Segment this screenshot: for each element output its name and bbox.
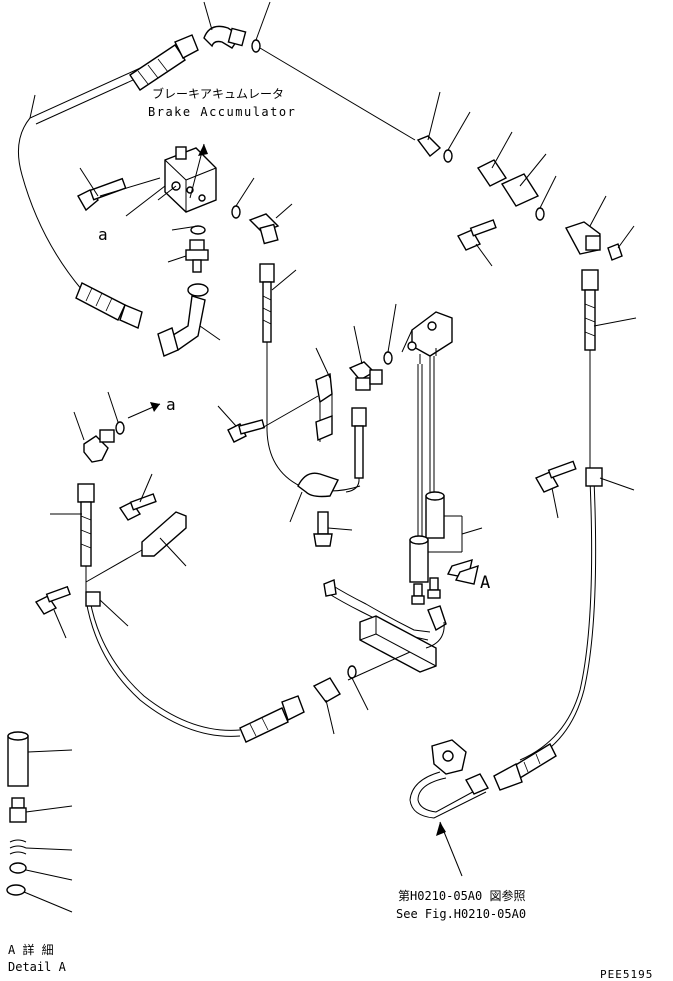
elbow-hose-left: [157, 283, 221, 357]
elbow-right-block: [248, 203, 293, 245]
ref-a-left: a: [98, 225, 108, 244]
bolt-left-lower: [34, 585, 71, 639]
see-fig-label-en: See Fig.H0210-05A0: [396, 907, 526, 921]
brake-accumulator-label-jp: ブレーキアキュムレータ: [152, 86, 284, 101]
upper-left-hose: [17, 34, 199, 329]
right-top-fittings: [416, 91, 557, 221]
hose-clamp: [289, 472, 339, 523]
adapter-under-block: [167, 239, 209, 273]
oring-right-block: [231, 205, 241, 219]
vertical-bracket: [401, 311, 453, 540]
lower-adapter: [312, 665, 369, 735]
right-bolt: [457, 219, 497, 267]
view-A-arrow-2: [454, 564, 479, 585]
small-hose-center: [345, 407, 367, 493]
accumulator-cylinders: [409, 491, 483, 583]
right-clamp: [535, 460, 635, 519]
valve-nipples: [411, 577, 441, 605]
right-hose: [519, 269, 637, 765]
view-A-label: A: [480, 573, 490, 593]
clamp-bolt: [313, 511, 353, 547]
accumulator-block: [125, 143, 217, 217]
elbow-fitting-top: [203, 1, 271, 53]
right-lower-hose-fitting: [493, 743, 557, 791]
brake-accumulator-label-en: Brake Accumulator: [148, 105, 296, 119]
pipe-with-bracket: [409, 739, 489, 877]
see-fig-label-jp: 第H0210-05A0 図参照: [398, 888, 525, 903]
ref-a-arrow-label: a: [166, 395, 176, 414]
pressure-switch: [348, 303, 397, 391]
left-clamp: [85, 591, 129, 627]
left-bracket: [85, 511, 187, 583]
left-elbow-fitting: [73, 391, 161, 463]
detail-A-label-jp: A 詳 細: [8, 942, 54, 957]
hose-fitting-top: [129, 34, 199, 91]
hose-fitting-bottom: [75, 282, 143, 329]
bolt-block-left: [77, 167, 161, 212]
bolt-center-left: [217, 395, 319, 443]
lower-hose-fitting: [239, 695, 305, 743]
detail-A-label-en: Detail A: [8, 960, 67, 974]
lower-manifold: [323, 579, 447, 681]
detail-A-parts: [6, 731, 73, 913]
center-hose: [259, 263, 361, 492]
drawing-number: PEE5195: [600, 968, 653, 981]
right-elbow: [564, 195, 635, 261]
bolt-left-bracket: [118, 473, 157, 521]
center-bracket: [315, 347, 333, 442]
left-hose: [50, 483, 241, 737]
